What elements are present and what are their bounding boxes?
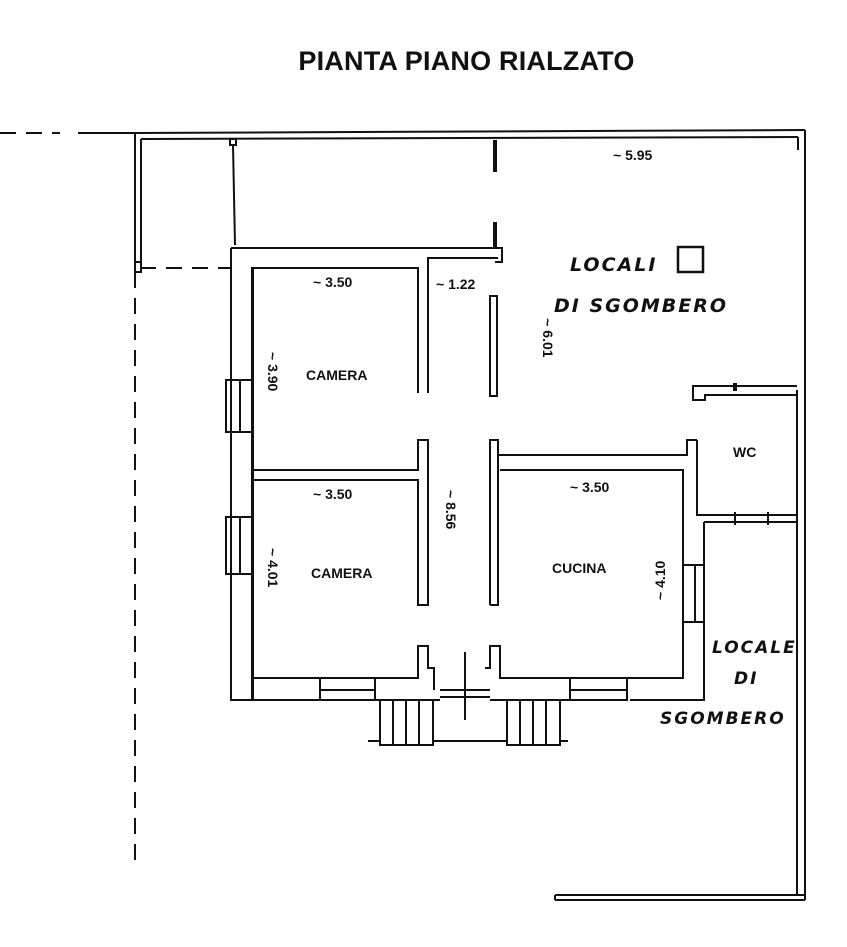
corridor-width: ~ 1.22	[436, 276, 476, 292]
annex-walls	[134, 129, 806, 901]
camera-bottom-depth: ~ 4.01	[265, 548, 281, 588]
camera-top-depth: ~ 3.90	[265, 352, 281, 392]
annex-label-line2: DI SGOMBERO	[554, 295, 728, 317]
windows	[225, 379, 769, 701]
locale-label-line1: LOCALE	[712, 638, 797, 658]
room-label-camera-top: CAMERA	[306, 367, 367, 383]
plan-title: PIANTA PIANO RIALZATO	[298, 46, 635, 76]
cucina-depth: ~ 4.10	[652, 560, 668, 600]
square-symbol-icon	[676, 245, 705, 274]
entrance-stairs	[368, 699, 568, 746]
corridor-length-total: ~ 8.56	[443, 490, 459, 530]
camera-bottom-width: ~ 3.50	[313, 486, 353, 502]
camera-top-width: ~ 3.50	[313, 274, 353, 290]
property-boundary	[0, 132, 230, 860]
annex-top-width: ~ 5.95	[613, 147, 653, 163]
locale-label-line3: SGOMBERO	[660, 709, 786, 729]
room-label-camera-bottom: CAMERA	[311, 565, 372, 581]
annex-label-line1: LOCALI	[570, 254, 657, 276]
cucina-width: ~ 3.50	[570, 479, 610, 495]
room-label-wc: WC	[733, 444, 756, 460]
locale-label-line2: DI	[734, 669, 758, 689]
corridor-length-upper: ~ 6.01	[540, 318, 556, 358]
room-label-cucina: CUCINA	[552, 560, 606, 576]
